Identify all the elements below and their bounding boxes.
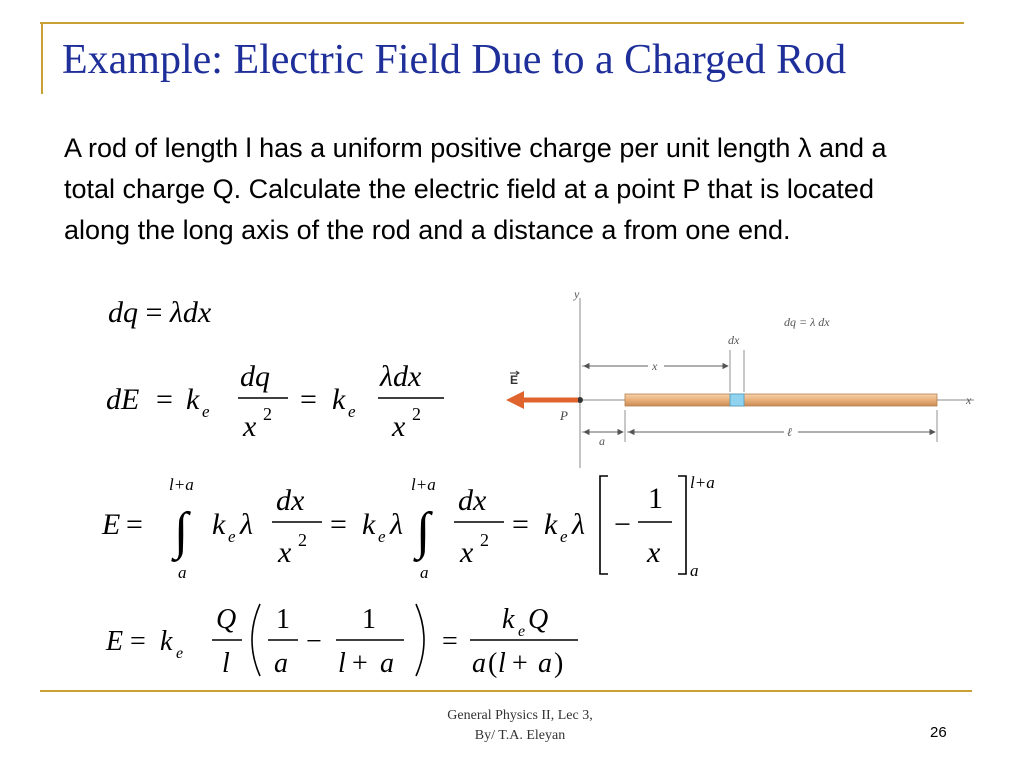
footer-credit: General Physics II, Lec 3, By/ T.A. Eley… [380,706,660,746]
svg-text:a: a [380,648,394,679]
equation-E-final: E = k e Q l 1 a − 1 l + a = k e Q a ( l … [105,603,578,679]
svg-text:E: E [101,508,120,541]
svg-text:e: e [518,623,525,640]
svg-text:2: 2 [263,404,272,424]
svg-text:1: 1 [648,482,663,515]
svg-text:x: x [242,410,257,443]
svg-text:dq: dq [240,360,270,393]
svg-text:a: a [178,563,187,582]
point-p [577,397,583,403]
footer-line-1: General Physics II, Lec 3, [447,708,593,723]
svg-text:=: = [300,383,317,416]
svg-text:E: E [105,626,123,657]
l-dimension-label: ℓ [787,425,792,439]
svg-text:+: + [512,648,528,679]
svg-text:a: a [274,648,288,679]
field-label: E [510,373,518,387]
svg-text:e: e [560,527,568,546]
equation-dE: dE = k e dq x 2 = k e λdx x 2 [106,360,444,443]
svg-text:a: a [538,648,552,679]
footer-rule [40,690,972,692]
svg-text:2: 2 [412,404,421,424]
problem-statement: A rod of length l has a uniform positive… [64,133,887,245]
svg-text:=: = [130,626,146,657]
svg-text:2: 2 [298,530,307,550]
svg-text:(: ( [488,648,497,679]
svg-text:k: k [544,508,558,541]
x-dimension-label: x [651,359,658,373]
a-dimension-label: a [599,434,605,448]
svg-text:1: 1 [362,604,376,635]
svg-text:k: k [186,383,200,416]
svg-text:=: = [512,508,529,541]
slide-title: Example: Electric Field Due to a Charged… [62,37,847,83]
svg-text:e: e [378,527,386,546]
svg-text:2: 2 [480,530,489,550]
svg-text:e: e [202,402,210,421]
x-axis-label: x [965,393,972,407]
rod [624,393,938,407]
svg-text:=: = [126,508,143,541]
page-number: 26 [930,724,947,741]
svg-text:−: − [614,508,631,541]
svg-text:l+a: l+a [169,475,194,494]
svg-text:dx: dx [458,484,487,517]
svg-text:Q: Q [216,604,236,635]
svg-text:=: = [156,383,173,416]
svg-text:=: = [442,626,458,657]
svg-text:1: 1 [276,604,290,635]
svg-text:l+a: l+a [690,473,715,492]
svg-text:x: x [391,410,406,443]
svg-text:=: = [330,508,347,541]
svg-text:k: k [362,508,376,541]
svg-text:k: k [212,508,226,541]
svg-text:+: + [352,648,368,679]
svg-text:∫: ∫ [413,503,433,562]
svg-text:k: k [160,626,173,657]
svg-text:Q: Q [528,604,548,635]
svg-text:k: k [502,604,515,635]
y-axis-label: y [573,287,580,301]
dq-label: dq = λ dx [784,315,830,329]
svg-text:e: e [228,527,236,546]
svg-text:l: l [338,648,346,679]
svg-text:): ) [554,648,563,679]
svg-text:e: e [176,645,183,662]
svg-text:x: x [646,536,661,569]
title-rule-top [40,22,964,24]
footer-line-2: By/ T.A. Eleyan [474,728,566,743]
svg-text:λ: λ [389,508,403,541]
svg-text:a: a [420,563,429,582]
svg-text:λ: λ [571,508,585,541]
equation-E-integral: E = l+a ∫ a k e λ dx x 2 = k e λ l+a ∫ a… [101,473,715,582]
svg-text:l: l [498,648,506,679]
svg-text:a: a [472,648,486,679]
svg-text:λ: λ [239,508,253,541]
equation-dq: dq = λdx [108,296,212,329]
svg-text:a: a [690,561,699,580]
svg-text:x: x [459,536,474,569]
svg-text:x: x [277,536,292,569]
svg-text:k: k [332,383,346,416]
title-rule-left [41,22,43,94]
charged-rod-figure: y x P E dq = λ dx dx x a ℓ [506,287,974,468]
svg-text:l+a: l+a [411,475,436,494]
svg-text:∫: ∫ [171,503,191,562]
svg-text:dx: dx [276,484,305,517]
charge-element [729,393,745,407]
svg-text:l: l [222,648,230,679]
svg-text:λdx: λdx [379,360,422,393]
svg-text:e: e [348,402,356,421]
dx-label: dx [728,333,740,347]
point-p-label: P [559,408,568,423]
svg-text:−: − [306,626,322,657]
svg-text:dE: dE [106,383,139,416]
